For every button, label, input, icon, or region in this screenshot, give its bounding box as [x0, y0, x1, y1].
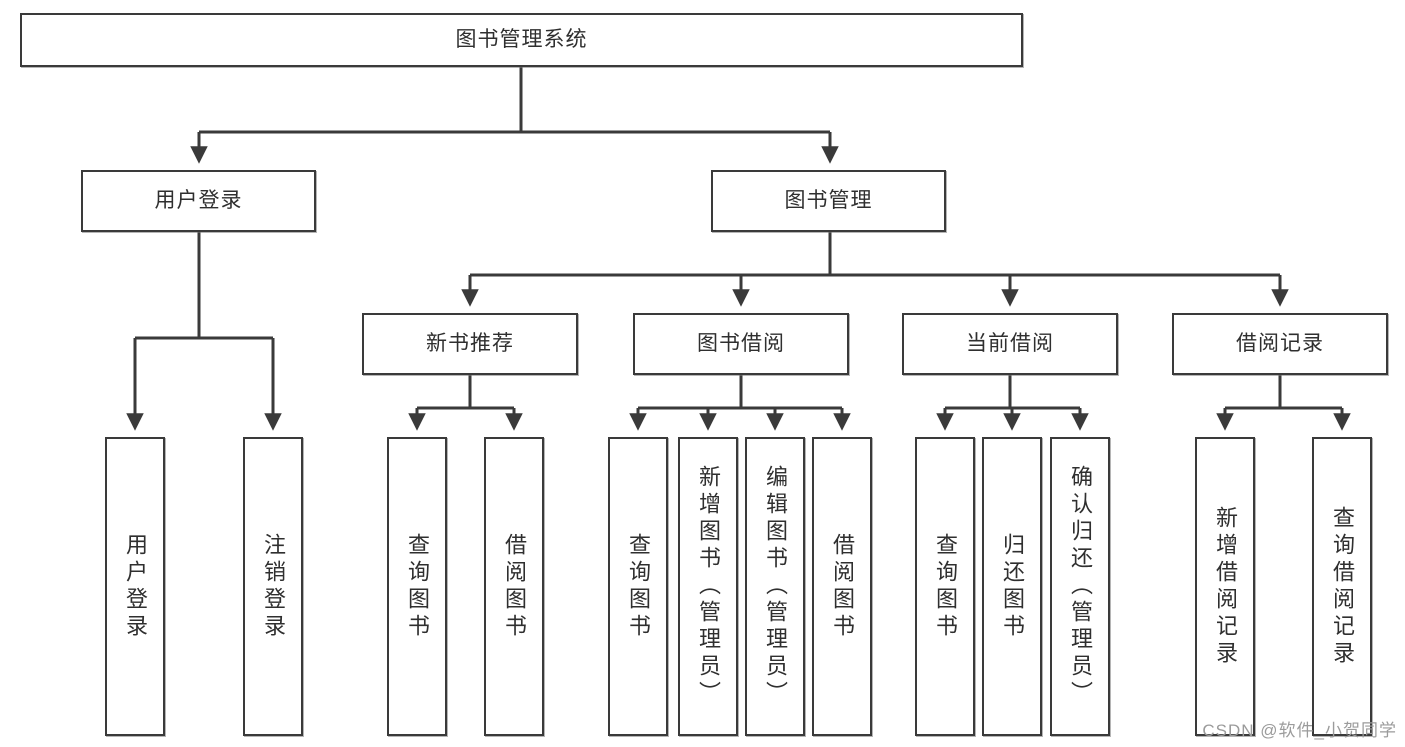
node-leaf-return-book[interactable]: 归还图书 [982, 437, 1042, 736]
node-root-label: 图书管理系统 [455, 27, 588, 51]
node-leaf-borrow-book-label: 借阅图书 [830, 532, 855, 641]
node-leaf-logout-login[interactable]: 注销登录 [243, 437, 303, 736]
node-leaf-edit-book-admin[interactable]: 编辑图书（管理员） [745, 437, 805, 736]
node-leaf-return-book-label: 归还图书 [1000, 532, 1025, 641]
node-new-book-recommend-label: 新书推荐 [426, 331, 514, 355]
node-leaf-user-login[interactable]: 用户登录 [105, 437, 165, 736]
node-leaf-edit-book-admin-label: 编辑图书（管理员） [763, 465, 788, 708]
node-leaf-logout-login-label: 注销登录 [261, 532, 286, 641]
node-leaf-add-borrow-record-label: 新增借阅记录 [1213, 505, 1238, 668]
node-new-book-recommend[interactable]: 新书推荐 [362, 313, 578, 375]
node-book-borrow-label: 图书借阅 [697, 331, 785, 355]
node-leaf-borrow-book-new-label: 借阅图书 [502, 532, 527, 641]
node-leaf-query-borrow-record[interactable]: 查询借阅记录 [1312, 437, 1372, 736]
node-book-manage-label: 图书管理 [784, 188, 873, 212]
node-root[interactable]: 图书管理系统 [20, 13, 1023, 67]
node-leaf-confirm-return[interactable]: 确认归还（管理员） [1050, 437, 1110, 736]
node-borrow-record[interactable]: 借阅记录 [1172, 313, 1388, 375]
node-leaf-query-book-new[interactable]: 查询图书 [387, 437, 447, 736]
node-leaf-add-borrow-record[interactable]: 新增借阅记录 [1195, 437, 1255, 736]
node-leaf-query-book-borrow-label: 查询图书 [626, 532, 651, 641]
node-borrow-record-label: 借阅记录 [1236, 331, 1324, 355]
node-leaf-query-borrow-record-label: 查询借阅记录 [1330, 505, 1355, 668]
node-leaf-query-book-current-label: 查询图书 [933, 532, 958, 641]
node-leaf-borrow-book-new[interactable]: 借阅图书 [484, 437, 544, 736]
node-leaf-borrow-book[interactable]: 借阅图书 [812, 437, 872, 736]
node-leaf-query-book-current[interactable]: 查询图书 [915, 437, 975, 736]
node-leaf-add-book-admin[interactable]: 新增图书（管理员） [678, 437, 738, 736]
watermark-credit: CSDN @软件_小贺同学 [1202, 721, 1397, 740]
node-book-manage[interactable]: 图书管理 [711, 170, 946, 232]
node-user-login[interactable]: 用户登录 [81, 170, 316, 232]
node-current-borrow-label: 当前借阅 [966, 331, 1054, 355]
node-leaf-query-book-new-label: 查询图书 [405, 532, 430, 641]
node-current-borrow[interactable]: 当前借阅 [902, 313, 1118, 375]
node-leaf-user-login-label: 用户登录 [123, 532, 148, 641]
node-book-borrow[interactable]: 图书借阅 [633, 313, 849, 375]
node-user-login-label: 用户登录 [154, 188, 243, 212]
node-leaf-confirm-return-label: 确认归还（管理员） [1068, 465, 1093, 708]
node-leaf-query-book-borrow[interactable]: 查询图书 [608, 437, 668, 736]
node-leaf-add-book-admin-label: 新增图书（管理员） [696, 465, 721, 708]
